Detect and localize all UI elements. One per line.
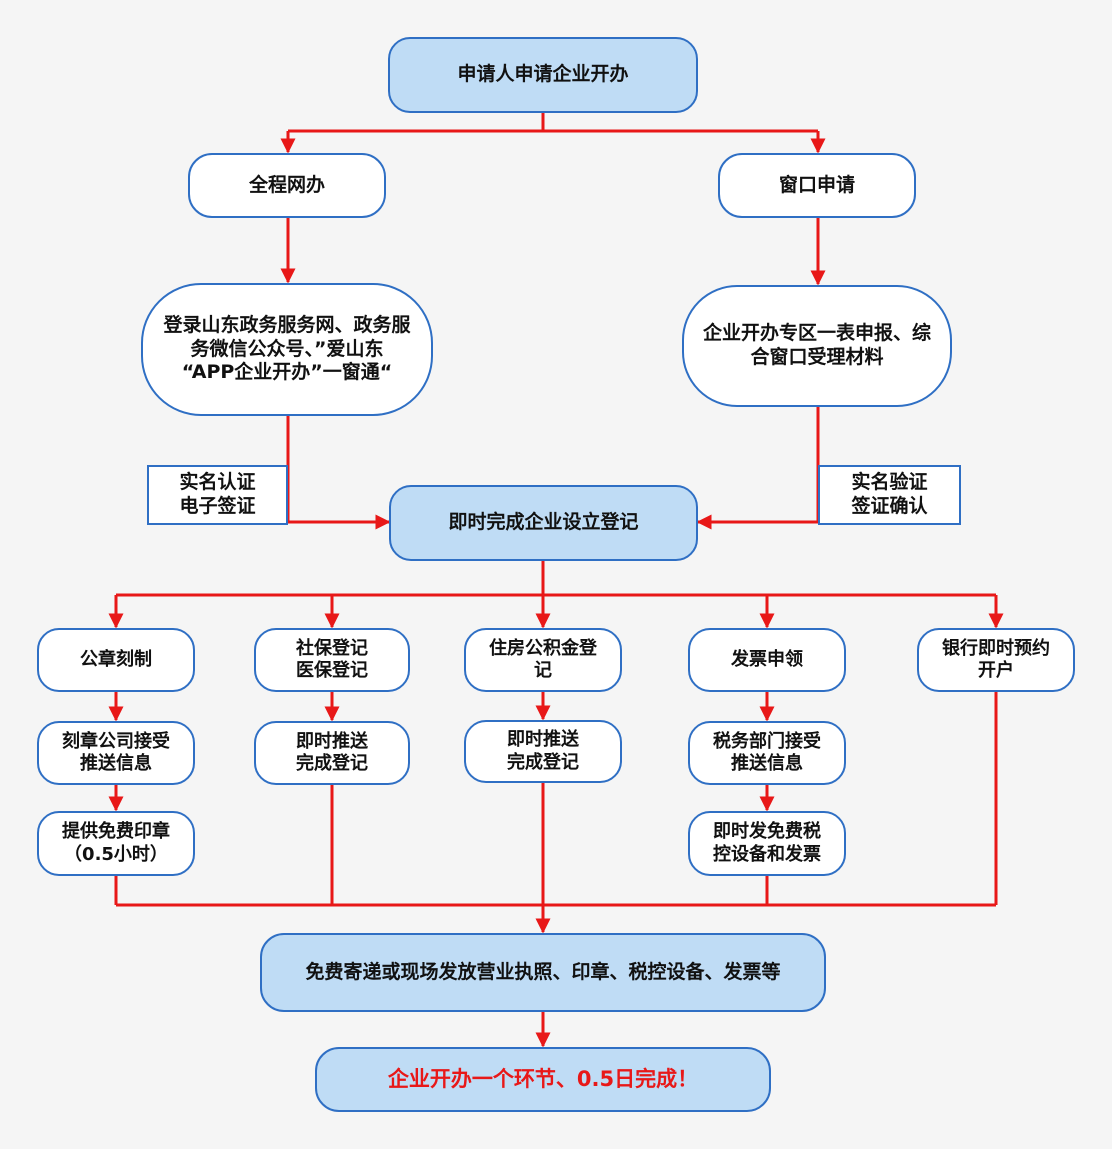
invoice-issue-node: 即时发免费税 控设备和发票 (688, 811, 846, 876)
invoice-receive-node: 税务部门接受 推送信息 (688, 721, 846, 785)
seal-provide-node: 提供免费印章 （0.5小时） (37, 811, 195, 876)
window-auth-label: 实名验证 签证确认 (818, 465, 961, 525)
social-node: 社保登记 医保登记 (254, 628, 410, 692)
seal-receive-node: 刻章公司接受 推送信息 (37, 721, 195, 785)
online-node: 全程网办 (188, 153, 386, 218)
invoice-node: 发票申领 (688, 628, 846, 692)
window-node: 窗口申请 (718, 153, 916, 218)
fund-complete-node: 即时推送 完成登记 (464, 720, 622, 783)
online-desc-node: 登录山东政务服务网、政务服 务微信公众号、”爱山东 “APP企业开办”一窗通“ (141, 283, 433, 416)
bank-node: 银行即时预约 开户 (917, 628, 1075, 692)
start-node: 申请人申请企业开办 (388, 37, 698, 113)
fund-node: 住房公积金登 记 (464, 628, 622, 692)
seal-node: 公章刻制 (37, 628, 195, 692)
window-desc-node: 企业开办专区一表申报、综 合窗口受理材料 (682, 285, 952, 407)
social-complete-node: 即时推送 完成登记 (254, 721, 410, 785)
final-node: 企业开办一个环节、0.5日完成！ (315, 1047, 771, 1112)
online-auth-label: 实名认证 电子签证 (147, 465, 288, 525)
register-node: 即时完成企业设立登记 (389, 485, 698, 561)
delivery-node: 免费寄递或现场发放营业执照、印章、税控设备、发票等 (260, 933, 826, 1012)
